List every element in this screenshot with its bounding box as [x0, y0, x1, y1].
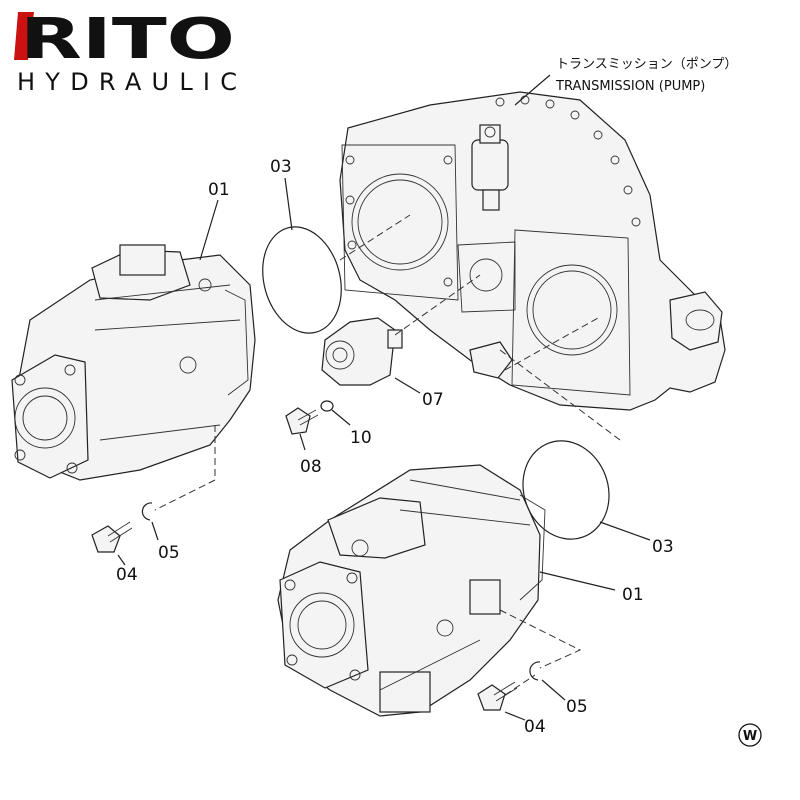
label-04-right: 04 [524, 717, 546, 737]
label-08: 08 [300, 457, 322, 477]
label-05-left: 05 [158, 543, 180, 563]
title-english: TRANSMISSION (PUMP) [555, 79, 705, 94]
rito-logo: RITO HYDRAULIC [14, 7, 237, 96]
label-05-right: 05 [566, 697, 588, 717]
gear-pump [321, 317, 403, 386]
label-01-upper: 01 [208, 180, 230, 200]
bolt-08 [285, 407, 319, 435]
main-pump-lower [277, 464, 546, 717]
logo-wordmark: RITO [20, 7, 235, 72]
leader-lines [117, 74, 651, 721]
label-10: 10 [350, 428, 372, 448]
bolt-04-right [477, 681, 518, 711]
corner-mark-text: W [743, 729, 757, 744]
label-03-lower: 03 [652, 537, 674, 557]
o-ring-upper [262, 226, 342, 334]
title-japanese: トランスミッション（ポンプ） [556, 57, 737, 72]
transmission-housing [339, 91, 726, 411]
label-01-lower: 01 [622, 585, 644, 605]
label-03-upper: 03 [270, 157, 292, 177]
bolt-04-left [91, 521, 133, 553]
label-07: 07 [422, 390, 444, 410]
washer-05-right [529, 661, 541, 681]
washer-05-left [141, 502, 153, 521]
logo-subtext: HYDRAULIC [17, 68, 237, 96]
corner-w-mark: W [738, 723, 762, 747]
main-pump-upper [11, 244, 256, 481]
logo-red-stroke [14, 12, 34, 60]
washer-10 [320, 400, 334, 412]
label-04-left: 04 [116, 565, 138, 585]
